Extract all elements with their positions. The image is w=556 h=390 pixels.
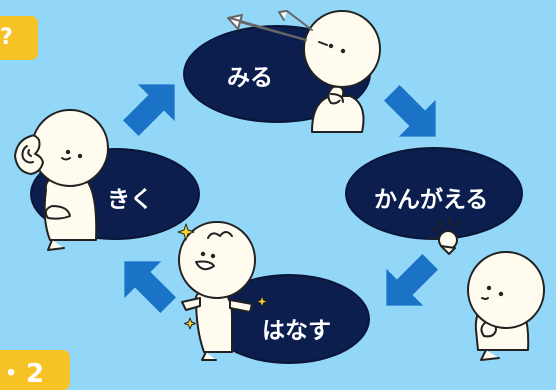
corner-tab-top-text: ? xyxy=(0,25,13,50)
step-label-speak: はなす xyxy=(262,318,331,344)
character-speak xyxy=(178,221,256,361)
arrow-think-to-speak xyxy=(386,254,438,306)
corner-tab-top: ? xyxy=(0,16,38,60)
step-label-listen: きく xyxy=(107,187,153,213)
step-label-see: みる xyxy=(227,65,273,91)
arrow-see-to-think xyxy=(384,85,436,137)
cycle-arrows xyxy=(123,84,438,313)
see-arrows-icon xyxy=(227,10,313,41)
character-see xyxy=(303,10,381,133)
lightbulb-icon xyxy=(429,218,459,255)
ear-icon xyxy=(14,134,44,175)
step-label-think: かんがえる xyxy=(374,187,489,213)
ellipse-think xyxy=(345,147,523,240)
characters-layer xyxy=(14,10,545,361)
sparkle-icon xyxy=(177,223,268,330)
character-think xyxy=(467,251,545,361)
arrow-speak-to-listen xyxy=(124,261,176,313)
arrow-listen-to-see xyxy=(123,84,175,136)
character-listen xyxy=(31,109,109,251)
